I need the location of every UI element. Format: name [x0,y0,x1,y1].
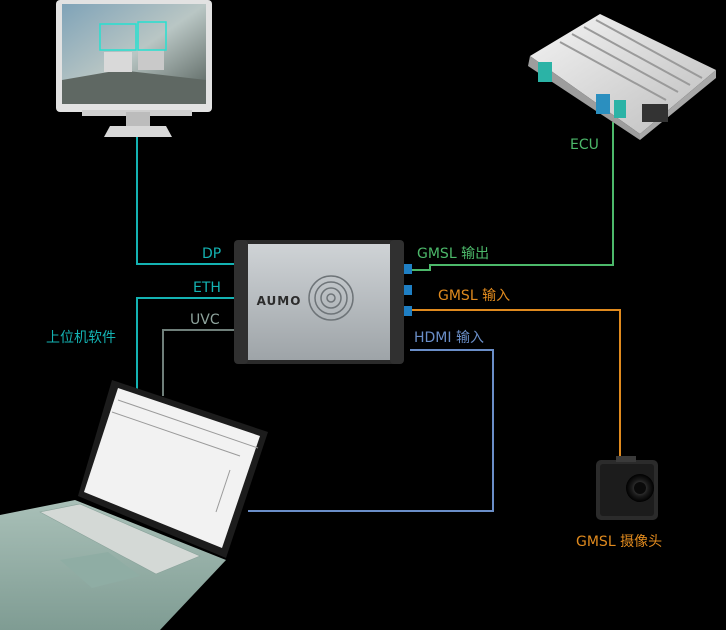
label-uvc: UVC [190,312,220,328]
label-hdmi-in: HDMI 输入 [414,330,484,346]
label-eth: ETH [193,280,221,296]
gmsl-in-line [410,309,621,460]
label-dp: DP [202,246,221,262]
aumo-device [234,240,412,364]
connection-lines [136,122,621,512]
laptop-screen [84,388,260,548]
speaker-grille [308,275,354,321]
ecu-connector-2 [596,94,610,114]
port-gmsl-in [404,285,412,295]
eth-line [136,297,236,392]
uvc-line [162,329,236,396]
laptop-keyboard [39,503,201,575]
dp-line [136,137,236,265]
hdmi-in-line [248,349,494,512]
label-software: 上位机软件 [46,330,116,346]
ecu-unit [528,14,716,140]
laptop-touchpad [60,552,140,588]
label-camera: GMSL 摄像头 [576,534,662,550]
monitor-stand [126,112,150,126]
label-gmsl-in: GMSL 输入 [438,288,510,304]
label-gmsl-out: GMSL 输出 [417,246,489,262]
monitor [56,0,212,137]
ecu-connector-3 [614,100,626,118]
ecu-connector-1 [538,62,552,82]
gmsl-camera [596,456,658,520]
port-gmsl-out [404,264,412,274]
gmsl-out-line [410,122,614,271]
laptop [0,380,268,630]
device-brand: AUMO [257,294,302,308]
label-ecu: ECU [570,137,599,153]
port-hdmi-in [404,306,412,316]
